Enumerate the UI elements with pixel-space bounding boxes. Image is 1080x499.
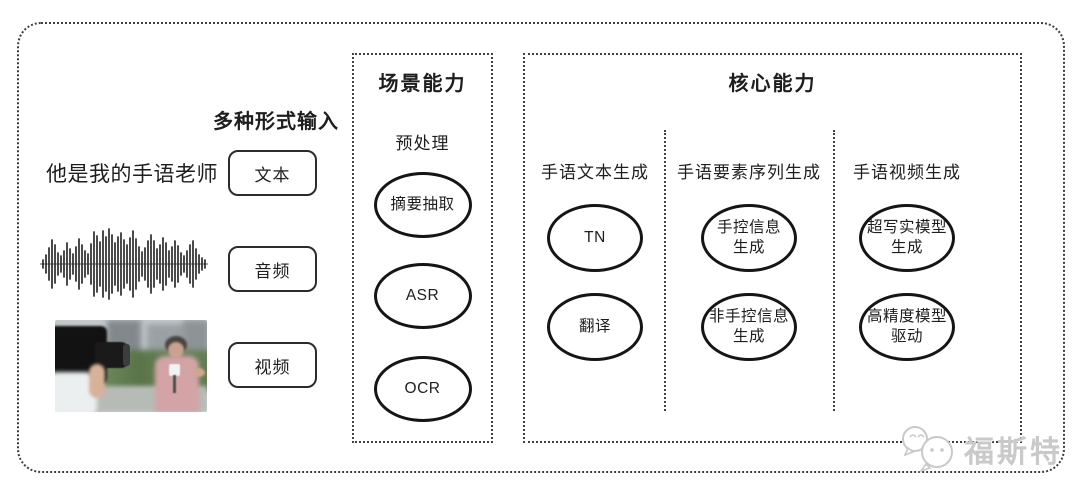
video-input-thumbnail [55, 320, 207, 412]
input-section-title: 多种形式输入 [213, 111, 339, 133]
scene-capability-box: 场景能力 预处理 摘要抽取 ASR OCR [352, 53, 493, 443]
node-translation: 翻译 [547, 293, 643, 361]
photo-camera-lens-ring [123, 344, 130, 366]
outer-dotted-border [17, 22, 1065, 473]
photo-microphone [173, 375, 176, 393]
core-capability-box: 核心能力 手语文本生成 TN 翻译 手语要素序列生成 手控信息 生成 非手控信息… [523, 53, 1022, 443]
node-manual-info-generation: 手控信息 生成 [701, 204, 797, 272]
watermark: 福斯特 [898, 424, 1063, 474]
photo-reporter-face [168, 342, 184, 358]
node-hyperrealistic-model-generation: 超写实模型 生成 [859, 204, 955, 272]
chat-bubbles-icon [902, 426, 953, 473]
input-box-video: 视频 [228, 342, 317, 388]
node-non-manual-info-generation: 非手控信息 生成 [701, 293, 797, 361]
text-input-example: 他是我的手语老师 [46, 163, 218, 186]
audio-waveform [40, 228, 208, 300]
photo-mic-flag [169, 364, 180, 376]
preprocess-label: 预处理 [395, 134, 450, 153]
node-summary-extraction: 摘要抽取 [373, 172, 472, 238]
column-divider [833, 130, 835, 411]
column-divider [664, 130, 666, 411]
scene-capability-title: 场景能力 [378, 73, 467, 95]
core-capability-title: 核心能力 [728, 73, 817, 95]
photo-reporter-hand [193, 368, 205, 377]
node-tn: TN [547, 204, 643, 272]
column-sign-video-generation: 手语视频生成 超写实模型 生成 高精度模型 驱动 [833, 55, 981, 441]
column-sign-element-sequence-generation: 手语要素序列生成 手控信息 生成 非手控信息 生成 [665, 55, 833, 441]
input-box-text: 文本 [228, 150, 317, 196]
input-box-audio: 音频 [228, 246, 317, 292]
node-asr: ASR [373, 263, 472, 329]
column-sign-text-generation: 手语文本生成 TN 翻译 [525, 55, 665, 441]
watermark-text: 福斯特 [964, 436, 1063, 469]
column-header: 手语视频生成 [853, 163, 961, 182]
node-ocr: OCR [373, 356, 472, 422]
photo-cameraman-arm [89, 364, 105, 398]
node-high-precision-model-driving: 高精度模型 驱动 [859, 293, 955, 361]
column-header: 手语文本生成 [541, 163, 649, 182]
column-header: 手语要素序列生成 [677, 163, 821, 182]
